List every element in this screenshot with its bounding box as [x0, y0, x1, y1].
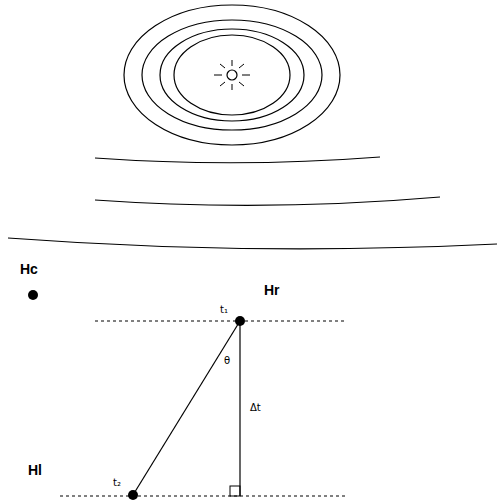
- wave-ring: [160, 29, 304, 121]
- wavefront: [95, 157, 380, 163]
- point-dot: [28, 290, 38, 300]
- wave-ring: [142, 20, 322, 130]
- source-point: [227, 70, 237, 80]
- point-name: Hc: [20, 262, 38, 276]
- wave-ring: [124, 5, 340, 145]
- source-rays: [214, 60, 250, 90]
- time-label: t₂: [113, 478, 121, 488]
- triangle-side: [133, 321, 240, 495]
- wavefront: [95, 197, 440, 205]
- triangle-side: [239, 321, 240, 496]
- point-dot: [128, 490, 138, 500]
- interval-label: Δt: [250, 403, 261, 413]
- time-label: t₁: [220, 305, 228, 315]
- point-name: Hl: [28, 463, 42, 477]
- dashed-line: [95, 321, 345, 322]
- right-angle-mark: [230, 486, 240, 496]
- wave-ring: [174, 35, 290, 115]
- point-dot: [235, 316, 245, 326]
- wavefront: [8, 238, 497, 249]
- dashed-line: [60, 496, 345, 497]
- point-name: Hr: [264, 283, 280, 297]
- angle-label: θ: [224, 356, 230, 366]
